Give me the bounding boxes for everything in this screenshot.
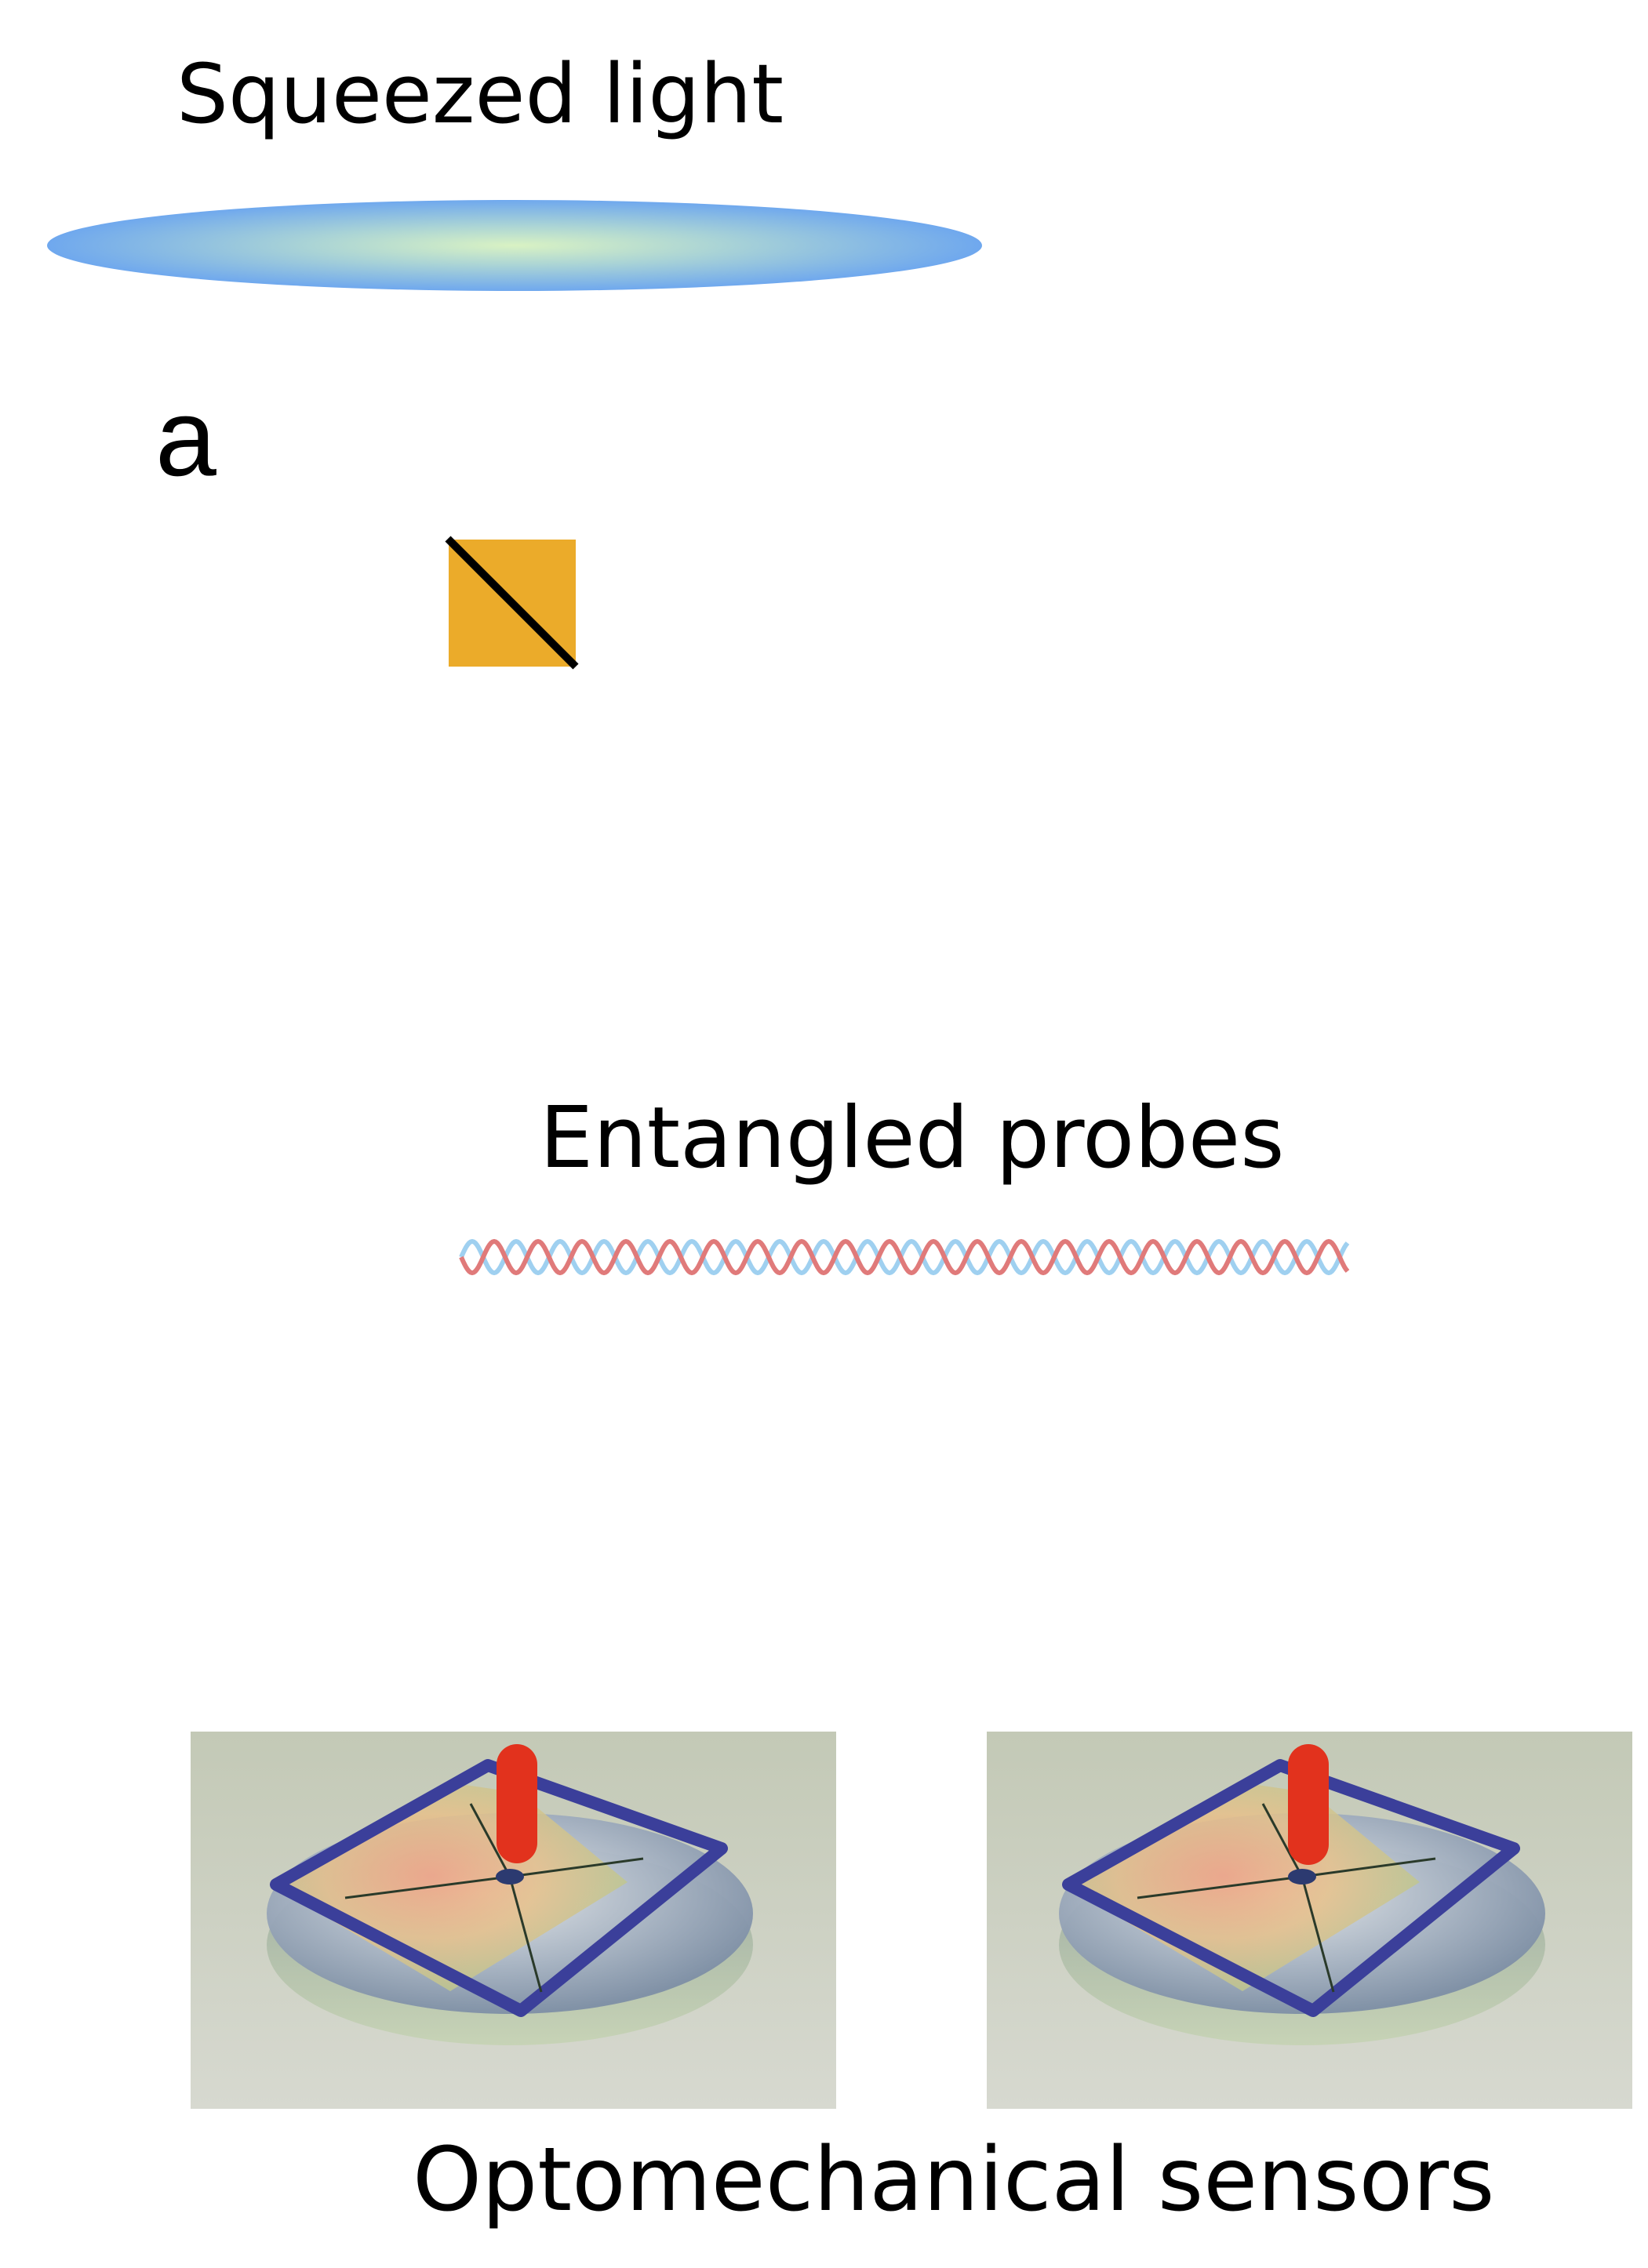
squeezed-light-label: Squeezed light (176, 46, 784, 142)
sensor-frame-right (1062, 1759, 1520, 2017)
sensor-frame-left (270, 1759, 728, 2017)
entanglement-waves (459, 1238, 1350, 1276)
optomechanical-sensors-label: Optomechanical sensors (413, 2129, 1495, 2231)
wave-blue (459, 1238, 1350, 1276)
panel-letter: a (155, 376, 216, 499)
squeezed-light-ellipse (47, 200, 982, 291)
entangled-probes-label: Entangled probes (540, 1089, 1285, 1187)
wave-red (459, 1238, 1350, 1276)
beamsplitter (445, 536, 579, 670)
